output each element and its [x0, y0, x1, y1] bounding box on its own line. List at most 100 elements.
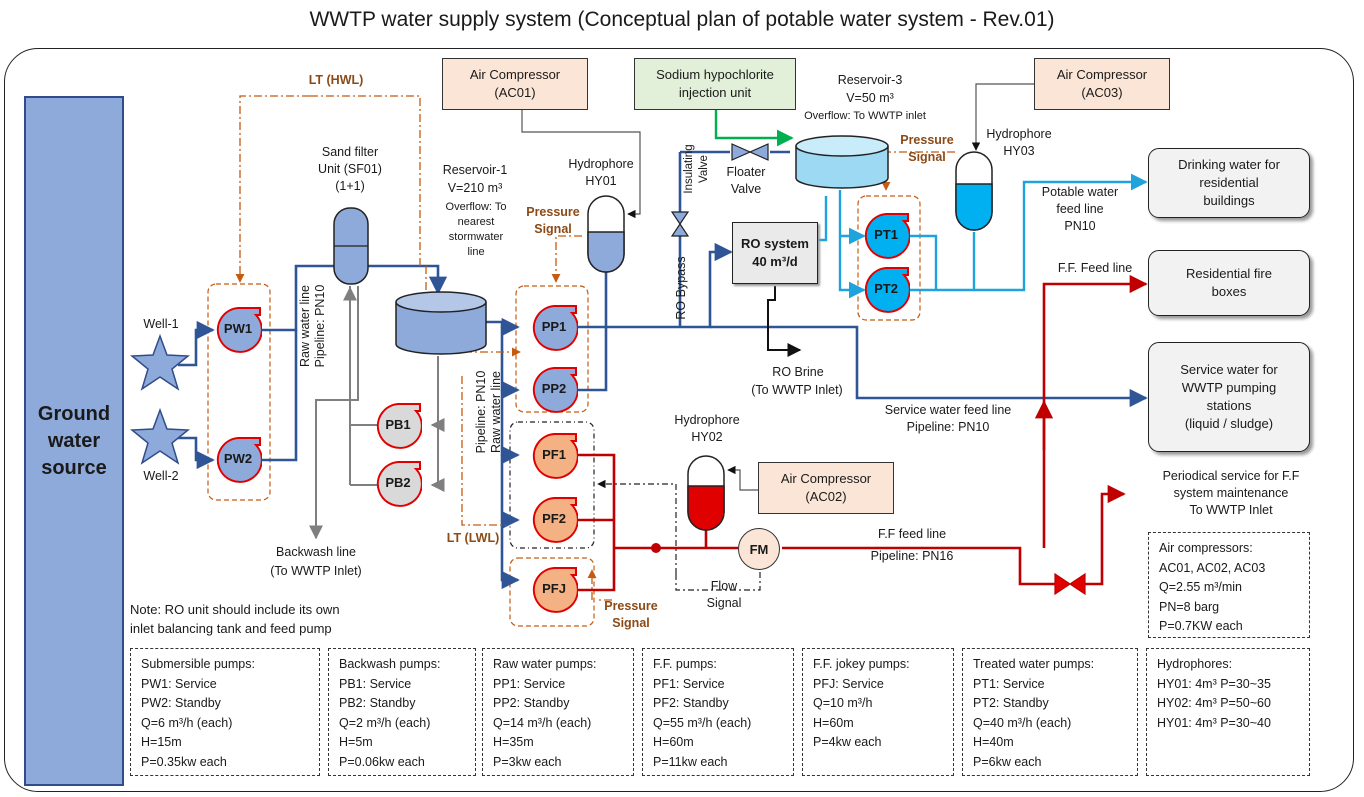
pressure-signal-hy02: Pressure Signal	[604, 599, 658, 630]
info-line: HY01: 4m³ P=30~35	[1157, 676, 1271, 691]
info-ff-pumps: F.F. pumps: PF1: Service PF2: Standby Q=…	[642, 648, 794, 776]
floater-valve-label: Floater Valve	[726, 165, 766, 196]
info-line: H=60m	[653, 735, 694, 749]
reservoir-3-overflow: Overflow: To WWTP inlet	[804, 110, 926, 122]
ground-water-source: Ground water source	[24, 96, 124, 786]
info-line: PP1: Service	[493, 676, 566, 691]
pump-pfj-label: PFJ	[542, 581, 566, 596]
info-title: F.F. jokey pumps:	[813, 657, 910, 671]
info-hydrophores: Hydrophores: HY01: 4m³ P=30~35 HY02: 4m³…	[1146, 648, 1310, 776]
periodical-service-label: Periodical service for F.F system mainte…	[1162, 469, 1300, 517]
info-line: PFJ: Service	[813, 676, 884, 691]
insulating-valve	[670, 211, 690, 237]
pump-pt1-label: PT1	[874, 227, 898, 242]
info-line: Q=2 m³/h (each)	[339, 715, 431, 730]
pump-pw1: PW1	[214, 306, 262, 354]
air-compressor-ac02: Air Compressor (AC02)	[758, 462, 894, 514]
hydrophore-hy02-label: Hydrophore HY02	[674, 413, 740, 444]
pump-pb1-label: PB1	[385, 417, 411, 432]
info-line: PT1: Service	[973, 676, 1045, 691]
info-line: PW2: Standby	[141, 696, 221, 710]
raw-water-line-label-2: Pipeline: PN10 Raw water line	[474, 370, 503, 454]
info-line: PF1: Service	[653, 676, 725, 691]
info-line: PP2: Standby	[493, 696, 570, 710]
backwash-note-label: (To WWTP Inlet)	[270, 564, 362, 578]
ro-brine-label: RO Brine	[772, 365, 824, 379]
air-compressor-ac01: Air Compressor (AC01)	[442, 58, 588, 110]
pump-pt1: PT1	[862, 212, 910, 260]
info-title: F.F. pumps:	[653, 657, 717, 671]
destination-drinking-water: Drinking water for residential buildings	[1148, 148, 1310, 218]
ff-feed-line-2-label: F.F feed line	[877, 527, 947, 541]
reservoir-1-overflow: Overflow: To nearest stormwater line	[445, 201, 507, 258]
reservoir-3-volume: V=50 m³	[846, 91, 894, 105]
info-line: P=3kw each	[493, 754, 562, 769]
well-1-star	[130, 333, 190, 391]
ff-junction-dot	[651, 543, 661, 553]
info-line: PT2: Standby	[973, 696, 1049, 710]
pump-pf1: PF1	[530, 432, 578, 480]
info-ff-jokey-pumps: F.F. jokey pumps: PFJ: Service Q=10 m³/h…	[802, 648, 954, 776]
air-compressor-ac03: Air Compressor (AC03)	[1034, 58, 1170, 110]
pressure-signal-hy01: Pressure Signal	[526, 205, 580, 236]
lt-lwl-label: LT (LWL)	[446, 531, 500, 545]
info-title: Treated water pumps:	[973, 657, 1095, 671]
info-title: Submersible pumps:	[141, 657, 255, 671]
info-line: PW1: Service	[141, 676, 217, 691]
pump-pt2-label: PT2	[874, 281, 898, 296]
pressure-signal-hy03: Pressure Signal	[900, 133, 954, 164]
insulating-valve-label: Insulating Valve	[683, 144, 710, 194]
reservoir-3-name: Reservoir-3	[837, 73, 903, 87]
well-2-label: Well-2	[143, 469, 179, 483]
flow-signal-label: Flow Signal	[706, 579, 742, 610]
ff-pump-group-outline	[509, 421, 595, 549]
ff-feed-line-label: F.F. Feed line	[1057, 261, 1133, 275]
pump-pp2-label: PP2	[541, 381, 567, 396]
hydrophore-hy01-label: Hydrophore HY01	[568, 157, 634, 188]
pump-pp1-label: PP1	[541, 319, 567, 334]
hydrophore-hy03-label: Hydrophore HY03	[986, 127, 1052, 158]
info-treated-water-pumps: Treated water pumps: PT1: Service PT2: S…	[962, 648, 1138, 776]
reservoir-1-tank	[395, 291, 487, 355]
pump-pw2: PW2	[214, 436, 262, 484]
pump-pfj: PFJ	[530, 566, 578, 614]
flow-signal-line	[675, 560, 761, 591]
pump-pb1: PB1	[374, 402, 422, 450]
info-line: PB1: Service	[339, 676, 412, 691]
ro-bypass-label: RO Bypass	[674, 256, 688, 320]
info-submersible-pumps: Submersible pumps: PW1: Service PW2: Sta…	[130, 648, 320, 776]
info-line: Q=10 m³/h	[813, 696, 873, 710]
ro-brine-line	[767, 286, 802, 357]
info-line: PF2: Standby	[653, 696, 729, 710]
info-line: P=11kw each	[653, 754, 728, 769]
pump-pf1-label: PF1	[542, 447, 566, 462]
air-compressors-line: Q=2.55 m³/min	[1159, 580, 1243, 594]
info-line: P=6kw each	[973, 754, 1042, 769]
info-line: H=40m	[973, 735, 1014, 749]
compressor-air-lines	[521, 83, 1034, 491]
hydrophore-hy01-vessel	[587, 195, 625, 273]
well-1-label: Well-1	[143, 317, 179, 331]
lt-hwl-label: LT (HWL)	[308, 73, 364, 87]
reservoir-1-name: Reservoir-1	[442, 163, 508, 177]
reservoir-1-volume: V=210 m³	[447, 181, 503, 195]
pump-pf2: PF2	[530, 496, 578, 544]
air-compressors-line: PN=8 barg	[1159, 599, 1220, 614]
sodium-hypochlorite-unit: Sodium hypochlorite injection unit	[634, 58, 796, 110]
sand-filter-vessel	[333, 207, 369, 285]
sand-filter-label: Sand filter Unit (SF01) (1+1)	[318, 145, 382, 193]
ro-brine-note: (To WWTP Inlet)	[751, 383, 843, 397]
air-compressors-title: Air compressors:	[1159, 541, 1253, 555]
pump-pw1-label: PW1	[223, 321, 253, 336]
backwash-line-label: Backwash line	[276, 545, 356, 559]
info-line: P=0.35kw each	[141, 754, 227, 769]
pump-pp1: PP1	[530, 304, 578, 352]
pump-pt2: PT2	[862, 266, 910, 314]
info-line: H=35m	[493, 735, 534, 749]
flow-meter-label: FM	[749, 541, 769, 557]
potable-feed-label: Potable water feed line PN10	[1041, 185, 1119, 233]
hydrophore-hy03-vessel	[955, 151, 993, 231]
pump-pf2-label: PF2	[542, 511, 566, 526]
info-line: HY02: 4m³ P=50~60	[1157, 696, 1271, 710]
